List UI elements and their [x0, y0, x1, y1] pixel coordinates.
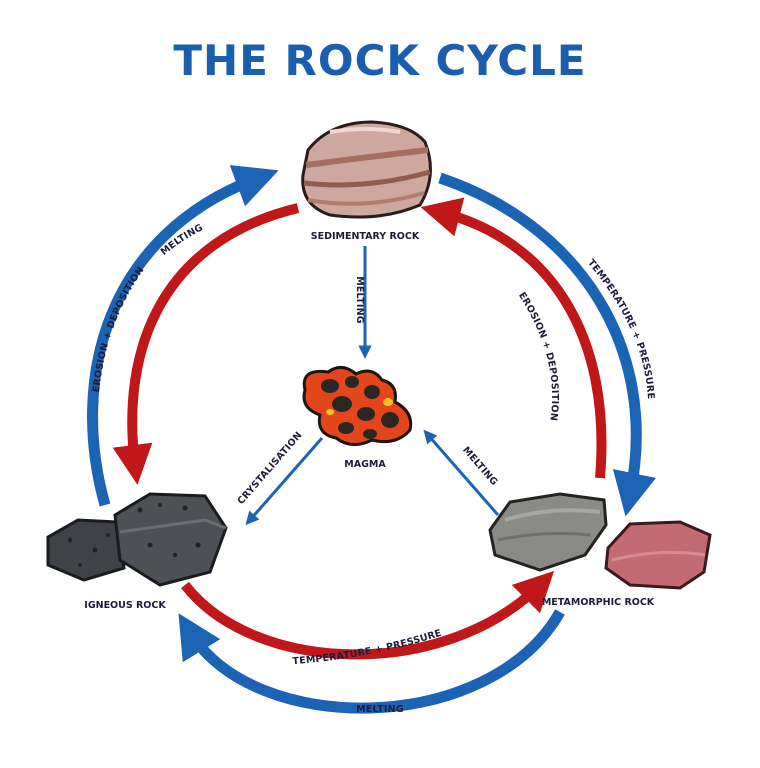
label-melting-from-metamorphic: MELTING	[460, 445, 500, 488]
label-metamorphic-rock: METAMORPHIC ROCK	[542, 597, 655, 608]
sedimentary-rock-image	[301, 120, 432, 219]
label-sedimentary-rock: SEDIMENTARY ROCK	[311, 231, 420, 242]
arrow-crystalisation	[245, 437, 324, 526]
metamorphic-rock-image	[488, 492, 712, 590]
arrow-erosion-deposition-inner	[420, 197, 607, 479]
magma-image	[302, 366, 413, 446]
label-melting-outer-bottom: MELTING	[356, 704, 404, 715]
label-magma: MAGMA	[344, 459, 386, 470]
label-igneous-rock: IGNEOUS ROCK	[84, 600, 166, 611]
page-title: THE ROCK CYCLE	[173, 36, 587, 85]
arrow-melting-outer-bottom	[178, 609, 565, 714]
arrow-temperature-pressure-inner	[181, 570, 555, 660]
arrow-erosion-deposition-outer	[87, 165, 279, 507]
arrow-temperature-pressure-outer	[438, 172, 656, 517]
label-melting-center: MELTING	[354, 276, 365, 324]
igneous-rock-image	[46, 492, 228, 587]
arrow-melting-from-metamorphic	[423, 429, 500, 516]
label-erosion-deposition-inner: EROSION + DEPOSITION	[516, 290, 560, 421]
arrow-melting-inner-left	[112, 203, 300, 485]
